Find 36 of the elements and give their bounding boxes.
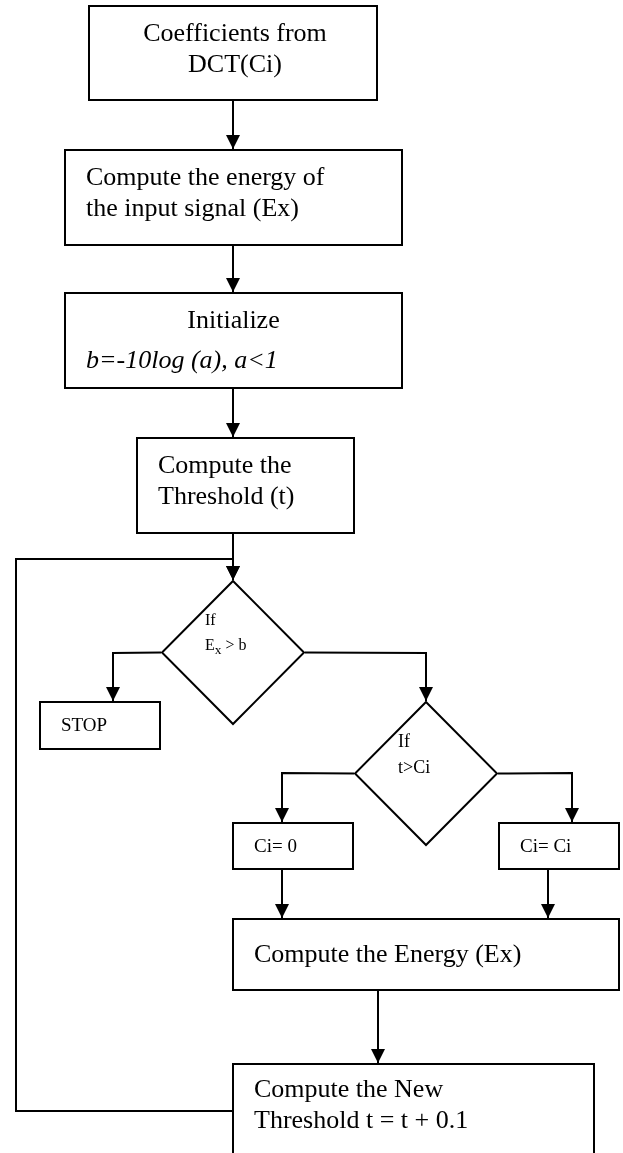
arrow [226,245,240,293]
arrow [497,772,579,823]
step-text: b=-10log (a), a<1 [86,344,279,376]
arrow [226,100,240,150]
condition-text: If [398,731,411,753]
process-box [232,1063,595,1153]
arrow [275,772,355,823]
arrow [304,651,433,702]
process-box [88,5,378,101]
step-text: Compute the Energy (Ex) [254,938,523,970]
decision-diamond [161,580,305,725]
arrow [226,388,240,438]
arrow [106,651,162,702]
process-box [498,822,620,870]
process-box [64,149,403,246]
arrow [15,558,240,1112]
process-box [232,822,354,870]
arrow [541,869,555,919]
process-box [64,292,403,389]
step-text: Ci= 0 [254,835,298,858]
condition-text: E$_{x}$ > b [205,635,248,659]
condition-text: If [205,610,217,630]
step-text: Compute the energy of the input signal (Ex) [86,161,326,224]
process-box [136,437,355,534]
step-text: Compute the Threshold (t) [158,449,296,512]
process-box [232,918,620,991]
step-text: Coefficients from DCT(Ci) [142,17,328,80]
arrow [371,990,385,1064]
arrow [275,869,289,919]
step-text: Initialize [186,304,281,336]
step-text: Compute the New Threshold t = t + 0.1 [254,1073,470,1136]
decision-diamond [354,701,498,846]
step-text: Ci= Ci [520,835,573,858]
condition-text: t>Ci [398,757,432,779]
process-box [39,701,161,750]
step-text: STOP [61,714,109,737]
